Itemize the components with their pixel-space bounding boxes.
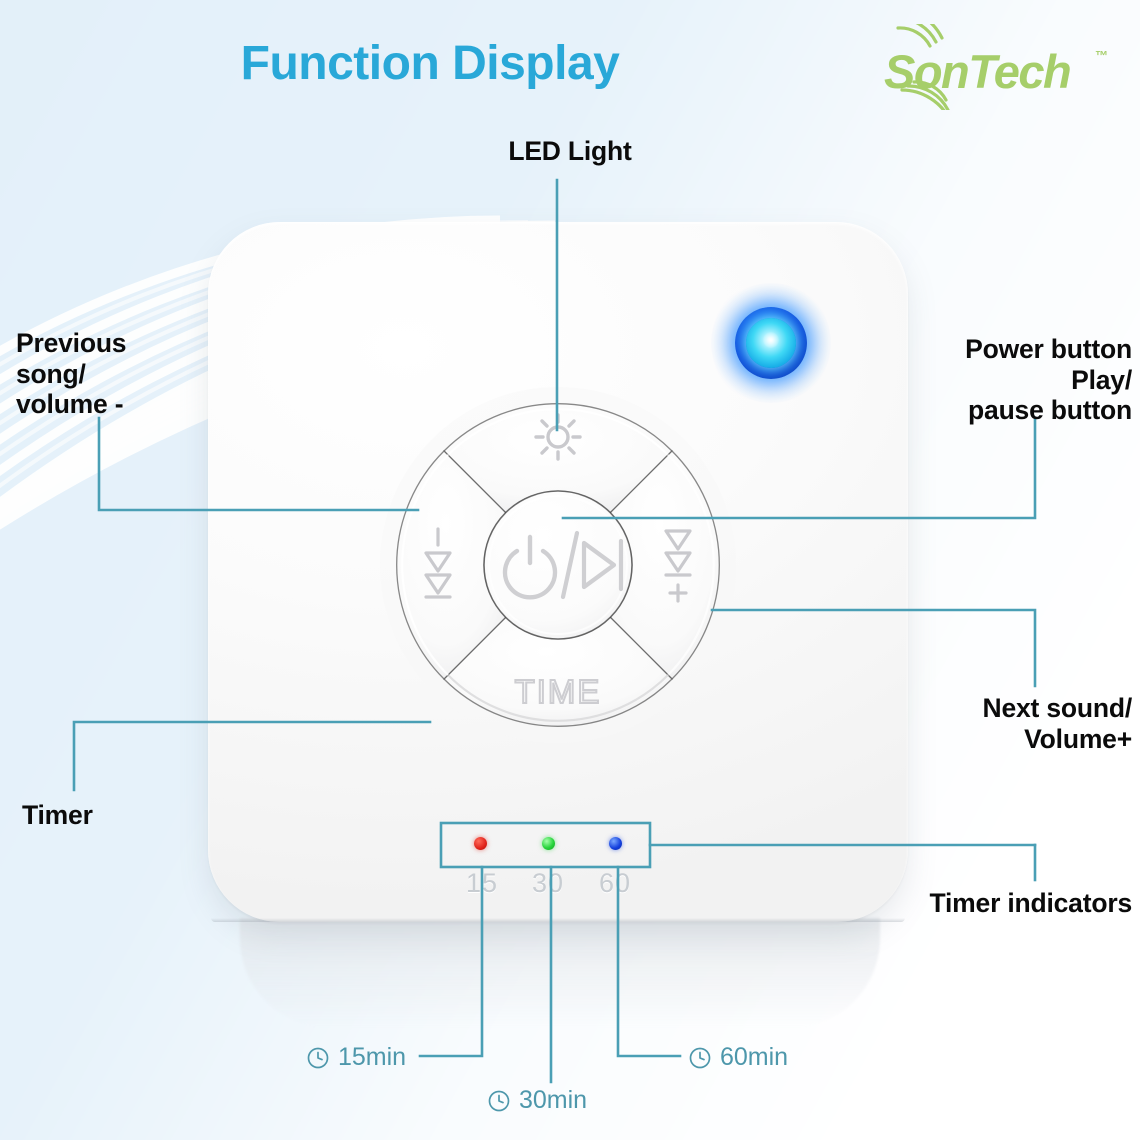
clock-icon [488,1090,510,1111]
logo-wordmark: SonTech [884,45,1072,98]
legend-15min-label: 15min [338,1043,407,1071]
device-reflection [240,918,880,1028]
blue-power-led [711,283,831,403]
legend-15min: 15min [306,1043,406,1072]
clock-icon [307,1047,329,1068]
callout-power-button: Power button Play/ pause button [965,334,1132,426]
legend-60min: 60min [688,1043,788,1072]
page-title: Function Display [240,37,620,90]
legend-30min-label: 30min [519,1086,588,1114]
callout-timer: Timer [22,800,93,830]
logo-trademark: ™ [1095,48,1108,63]
clock-icon [689,1047,711,1068]
legend-60min-label: 60min [720,1043,789,1071]
timer-number-60: 60 [599,868,632,898]
timer-led-30 [542,837,555,850]
timer-led-15 [474,837,487,850]
timer-indicator-leds [446,828,646,858]
timer-number-labels: 15 30 60 [446,868,646,902]
timer-led-60 [609,837,622,850]
control-pad[interactable]: TIME [378,385,738,745]
timer-number-30: 30 [532,868,565,898]
callout-led-light: LED Light [508,136,632,166]
callout-timer-indicators: Timer indicators [929,888,1133,918]
timer-number-15: 15 [466,868,499,898]
legend-30min: 30min [487,1086,587,1115]
callout-previous-song: Previous song/ volume - [16,328,127,420]
led-highlight [763,332,779,349]
callout-next-sound: Next sound/ Volume+ [982,693,1133,754]
time-button-label: TIME [515,673,602,710]
brand-logo: SonTech ™ [884,6,1114,122]
